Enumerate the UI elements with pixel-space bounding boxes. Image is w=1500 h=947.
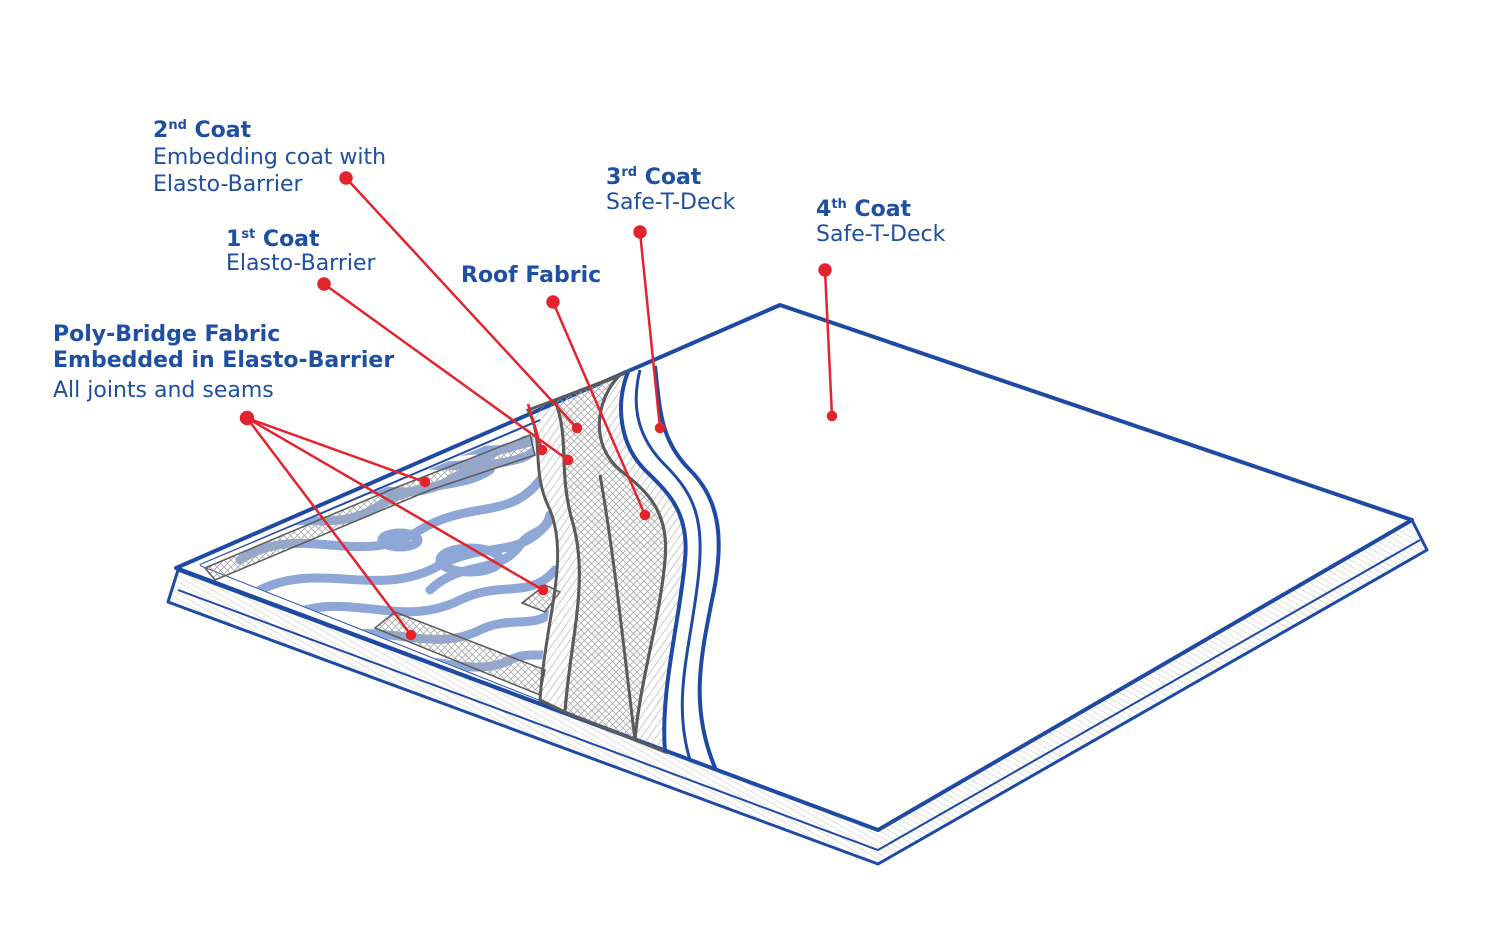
label-poly-bridge-title1: Poly-Bridge Fabric [53, 322, 281, 347]
label-poly-bridge: Poly-Bridge Fabric Embedded in Elasto-Ba… [53, 322, 394, 404]
label-3rd-coat-title: 3rd Coat [606, 165, 702, 190]
coating-layers [525, 365, 721, 771]
label-2nd-coat-line2: Elasto-Barrier [153, 172, 303, 197]
label-1st-coat: 1st Coat Elasto-Barrier [226, 228, 376, 276]
label-1st-coat-title: 1st Coat [226, 227, 320, 252]
label-roof-fabric-title: Roof Fabric [461, 263, 602, 288]
label-3rd-coat-line1: Safe-T-Deck [606, 190, 736, 215]
label-poly-bridge-title2: Embedded in Elasto-Barrier [53, 348, 395, 373]
label-3rd-coat: 3rd Coat Safe-T-Deck [606, 165, 735, 215]
label-roof-fabric: Roof Fabric [461, 262, 601, 289]
label-2nd-coat-line1: Embedding coat with [153, 145, 387, 170]
label-4th-coat: 4th Coat Safe-T-Deck [816, 197, 945, 247]
leader-lines [239, 171, 838, 641]
label-2nd-coat-title: 2nd Coat [153, 118, 252, 143]
label-1st-coat-line1: Elasto-Barrier [226, 251, 376, 276]
label-2nd-coat: 2nd Coat Embedding coat with Elasto-Barr… [153, 117, 386, 198]
label-4th-coat-title: 4th Coat [816, 197, 912, 222]
label-4th-coat-line1: Safe-T-Deck [816, 222, 946, 247]
label-poly-bridge-line1: All joints and seams [53, 378, 274, 403]
